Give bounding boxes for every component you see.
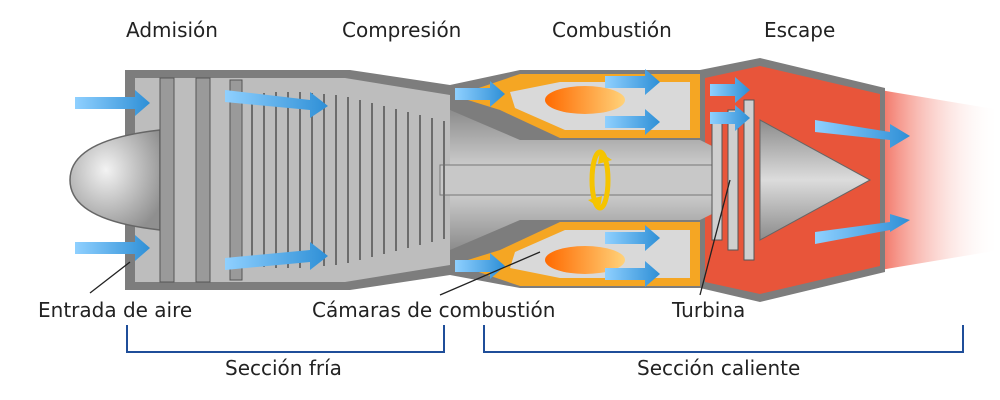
airflow-arrow-turbine-top [710, 77, 750, 103]
airflow-arrow-combustor-top-in [455, 81, 505, 107]
leader-line-turbine [699, 179, 731, 296]
airflow-arrow-exhaust-bottom [815, 214, 910, 244]
cold-section [135, 78, 450, 282]
section-label-hot: Sección caliente [637, 356, 801, 380]
airflow-arrow-combustor-top-lower [605, 109, 660, 135]
leader-line-combustion-chambers [439, 251, 541, 296]
drive-shaft [439, 164, 721, 196]
part-label-combustion-chambers: Cámaras de combustión [312, 298, 556, 322]
exhaust-plume [880, 90, 1000, 270]
flame-bottom [545, 246, 625, 274]
airflow-arrow-compressor-bottom [225, 242, 328, 270]
stage-label-intake: Admisión [126, 18, 218, 42]
rotation-arrow-icon [588, 149, 612, 211]
airflow-arrow-intake-bottom [75, 235, 150, 261]
airflow-arrow-turbine-top-lower [710, 105, 750, 131]
hot-section-bracket [483, 325, 964, 353]
airflow-arrow-combustor-top-out [605, 69, 660, 95]
part-label-air-inlet: Entrada de aire [38, 298, 193, 322]
airflow-arrow-intake-top [75, 90, 150, 116]
airflow-arrow-combustor-bottom-upper [605, 225, 660, 251]
stage-label-combustion: Combustión [552, 18, 672, 42]
stage-label-compression: Compresión [342, 18, 462, 42]
fan-blades [159, 77, 243, 283]
part-label-turbine: Turbina [672, 298, 746, 322]
airflow-arrow-compressor-top [225, 90, 328, 118]
exhaust-cone [759, 119, 872, 241]
airflow-arrow-combustor-bottom-out [605, 261, 660, 287]
nose-cone [69, 129, 161, 231]
section-label-cold: Sección fría [225, 356, 342, 380]
stage-label-exhaust: Escape [764, 18, 836, 42]
cold-section-bracket [126, 325, 445, 353]
flame-top [545, 86, 625, 114]
airflow-arrow-exhaust-top [815, 120, 910, 148]
airflow-arrows [75, 69, 910, 287]
leader-line-air-inlet [89, 261, 131, 294]
